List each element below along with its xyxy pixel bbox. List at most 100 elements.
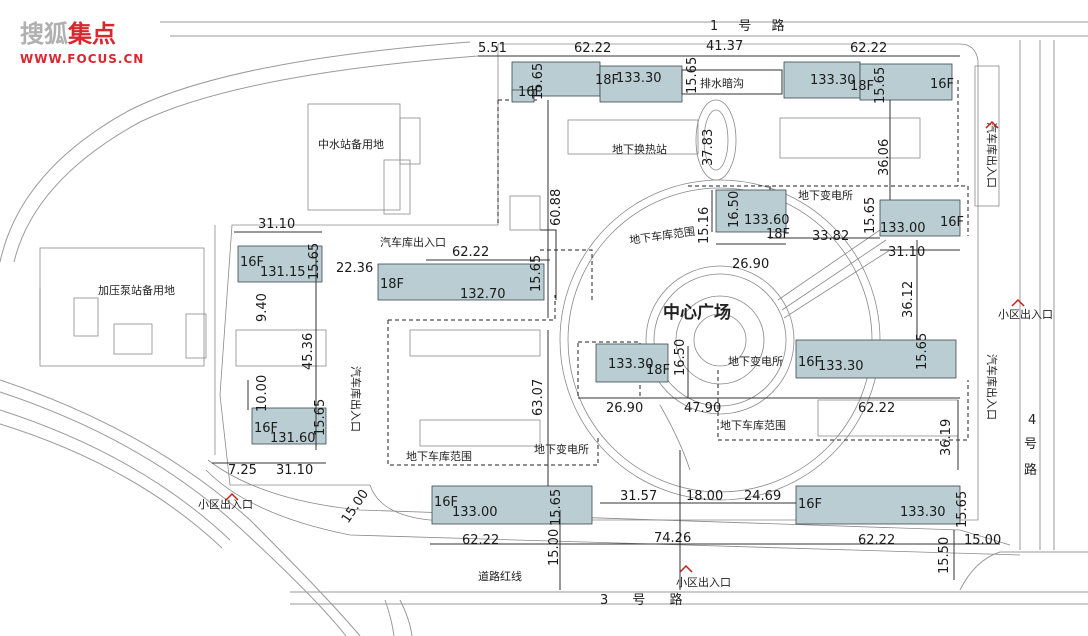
dim: 15.65 [529,255,544,292]
drain-label: 排水暗沟 [700,76,744,90]
dim: 15.65 [863,197,878,234]
dim: 15.50 [937,537,952,574]
red-line-label: 道路红线 [478,569,522,583]
dim: 15.65 [549,489,564,526]
buildings [237,61,961,525]
dim: 18.00 [686,489,723,504]
b12-floors: 16F [434,495,458,510]
garage-entrance-left: 汽车库出入口 [349,366,363,432]
water-station-area [307,103,421,215]
b11-floors: 16F [798,355,822,370]
b11-area: 133.30 [818,359,864,374]
road-4-label-b: 号 [1024,437,1037,452]
road-1-label: 1 号 路 [710,18,793,34]
dim: 22.36 [336,261,373,276]
dim: 26.90 [732,257,769,272]
district-entrance-right: 小区出入口 [998,307,1053,321]
pump-station-label: 加压泵站备用地 [98,283,175,297]
focus-logo: 搜狐集点 WWW.FOCUS.CN [20,20,160,82]
dim: 45.36 [301,333,316,370]
dim: 15.65 [685,57,700,94]
dim: 63.07 [531,379,546,416]
b6-area: 132.70 [460,287,506,302]
garage-entrance-right-mid: 汽车库出入口 [985,354,999,420]
plaza-label: 中心广场 [663,302,731,323]
dim: 26.90 [606,401,643,416]
dim: 47.90 [684,401,721,416]
garage-2-label: 地下车库范围 [720,418,786,432]
b9-area: 133.00 [880,221,926,236]
b3-area: 133.30 [810,73,856,88]
substation-1-label: 地下变电所 [798,188,853,202]
b10-floors: 18F [646,363,670,378]
building-top-2 [599,65,683,103]
dim: 9.40 [255,293,270,322]
b4-floors: 16F [930,77,954,92]
dim: 62.22 [858,533,895,548]
garage-1-label: 地下车库范围 [628,224,695,247]
dim: 16.50 [673,339,688,376]
building-right-1 [879,199,961,237]
dim: 15.65 [307,243,322,280]
building-bottom-1 [431,485,593,525]
dim: 41.37 [706,39,743,54]
b2-area: 133.30 [616,71,662,86]
road-4-label-a: 4 [1028,413,1036,428]
b13-floors: 16F [798,497,822,512]
garage-3-label: 地下车库范围 [406,449,472,463]
b5-area: 131.15 [260,265,306,280]
substation-3-label: 地下变电所 [534,442,589,456]
dim: 15.00 [547,529,562,566]
building-left-2 [251,407,327,445]
dim: 15.65 [313,399,328,436]
b5-floors: 16F [240,255,264,270]
dim: 15.65 [531,63,546,100]
dim: 62.22 [574,41,611,56]
dim: 60.88 [549,189,564,226]
garage-entrance-right-top: 汽车库出入口 [985,122,999,188]
dim: 15.16 [697,207,712,244]
building-right-2 [795,339,957,379]
dim: 5.51 [478,41,507,56]
building-center-2 [595,343,669,383]
road-3-label: 3 号 路 [600,592,693,608]
b12-area: 133.00 [452,505,498,520]
dim: 62.22 [850,41,887,56]
dim: 62.22 [452,245,489,260]
dim: 7.25 [228,463,257,478]
dim: 15.65 [915,333,930,370]
dim: 36.19 [939,419,954,456]
b9-floors: 16F [940,215,964,230]
dim: 15.00 [964,533,1001,548]
pump-station-area [39,247,207,367]
road-4-label-c: 路 [1024,462,1037,478]
dim: 15.00 [339,487,372,526]
substation-2-label: 地下变电所 [728,354,783,368]
dim: 31.10 [888,245,925,260]
heat-station-label: 地下换热站 [612,142,667,156]
dim: 33.82 [812,229,849,244]
building-mid-1 [377,263,545,301]
dim: 62.22 [462,533,499,548]
road-labels: 1 号 路 3 号 路 4 号 路 道路红线 [478,18,1037,608]
b7-floors: 16F [254,421,278,436]
dim: 31.57 [620,489,657,504]
b2-floors: 18F [595,73,619,88]
b13-area: 133.30 [900,505,946,520]
dim: 36.12 [901,281,916,318]
b1-floors: 16F [518,85,542,100]
dimension-texts: 5.51 62.22 41.37 62.22 15.65 15.65 15.65… [228,39,1001,574]
b7-area: 131.60 [270,431,316,446]
b8-floors: 18F [766,227,790,242]
b6-floors: 18F [380,277,404,292]
dim: 15.65 [873,67,888,104]
entrance-labels: 汽车库出入口 汽车库出入口 汽车库出入口 汽车库出入口 小区出入口 小区出入口 … [198,120,1053,589]
dim: 16.50 [727,191,742,228]
dim: 74.26 [654,531,691,546]
building-bottom-2 [795,485,961,525]
building-left-1 [237,245,323,283]
dim: 31.10 [276,463,313,478]
water-station-label: 中水站备用地 [318,137,384,151]
dimension-lines [212,55,1000,590]
